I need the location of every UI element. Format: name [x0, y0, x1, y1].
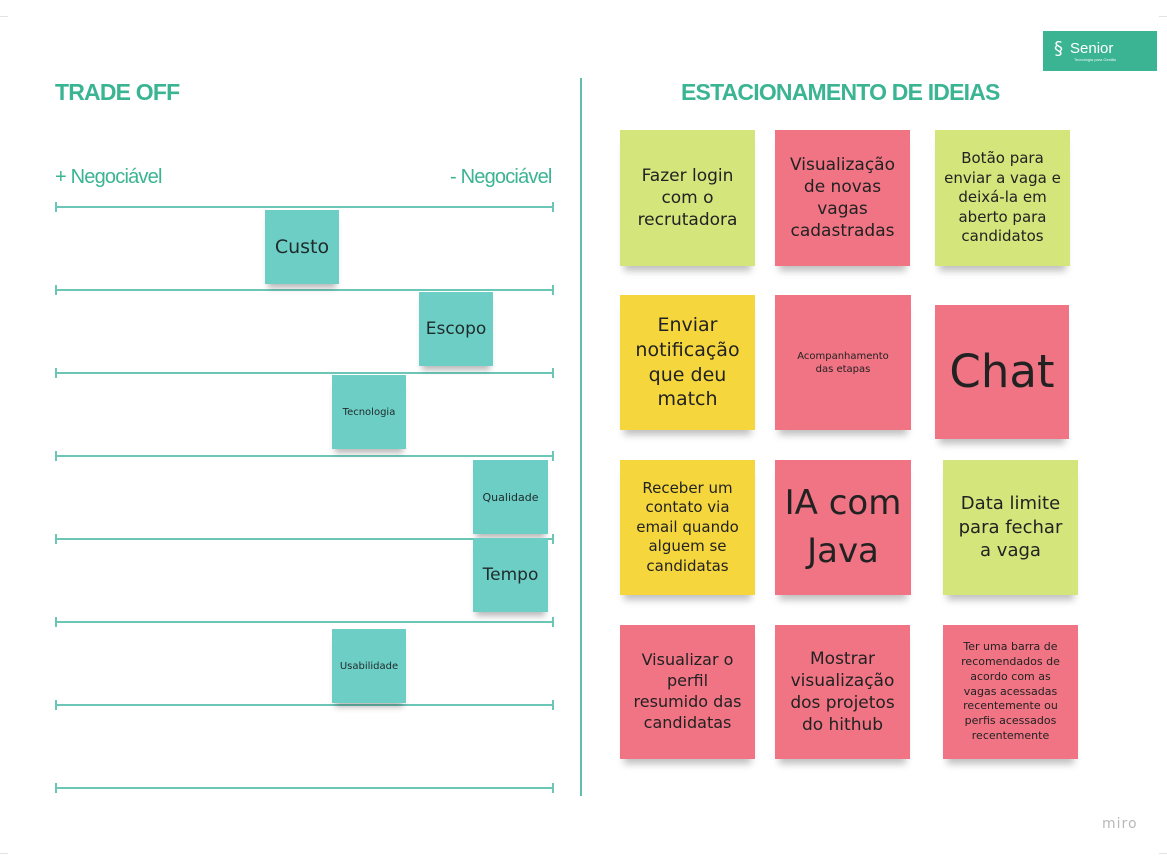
trade-off-note-custo[interactable]: Custo: [265, 210, 339, 284]
less-negotiable-label: - Negociável: [450, 166, 552, 188]
scale-line: [55, 202, 554, 212]
scale-line: [55, 534, 554, 544]
parking-lot-title: ESTACIONAMENTO DE IDEIAS: [681, 79, 1000, 105]
scale-line: [55, 368, 554, 378]
frame-corner: [1159, 16, 1167, 25]
more-negotiable-label: + Negociável: [55, 166, 162, 188]
trade-off-note-tecnologia[interactable]: Tecnologia: [332, 375, 406, 449]
idea-note[interactable]: Visualizar o perfil resumido das candida…: [620, 625, 755, 759]
idea-note[interactable]: Visualização de novas vagas cadastradas: [775, 130, 910, 266]
miro-watermark: miro: [1102, 816, 1138, 832]
scale-line: [55, 451, 554, 461]
trade-off-note-qualidade[interactable]: Qualidade: [473, 460, 548, 534]
trade-off-title: TRADE OFF: [55, 79, 180, 105]
scale-line: [55, 783, 554, 793]
frame-corner: [0, 845, 8, 854]
trade-off-note-escopo[interactable]: Escopo: [419, 292, 493, 366]
idea-note[interactable]: IA com Java: [775, 460, 911, 595]
idea-note[interactable]: Botão para enviar a vaga e deixá-la em a…: [935, 130, 1070, 266]
idea-note[interactable]: Chat: [935, 305, 1069, 439]
idea-note[interactable]: Ter uma barra de recomendados de acordo …: [943, 625, 1078, 759]
trade-off-note-tempo[interactable]: Tempo: [473, 538, 548, 612]
senior-logo-icon: §: [1054, 38, 1063, 59]
senior-logo-name: Senior: [1070, 40, 1114, 57]
idea-note[interactable]: Acompanhamento das etapas: [775, 295, 911, 430]
idea-note[interactable]: Data limite para fechar a vaga: [943, 460, 1078, 595]
idea-note[interactable]: Mostrar visualização dos projetos do hit…: [775, 625, 910, 759]
section-divider: [580, 78, 582, 796]
idea-note[interactable]: Receber um contato via email quando algu…: [620, 460, 755, 595]
scale-line: [55, 700, 554, 710]
scale-line: [55, 617, 554, 627]
senior-logo-tagline: Tecnologia para Gestão: [1074, 57, 1117, 62]
frame-corner: [0, 16, 8, 25]
senior-logo: § Senior Tecnologia para Gestão: [1043, 31, 1157, 71]
scale-line: [55, 285, 554, 295]
frame-corner: [1159, 845, 1167, 854]
trade-off-note-usabilidade[interactable]: Usabilidade: [332, 629, 406, 703]
idea-note[interactable]: Enviar notificação que deu match: [620, 295, 755, 430]
idea-note[interactable]: Fazer login com o recrutadora: [620, 130, 755, 266]
